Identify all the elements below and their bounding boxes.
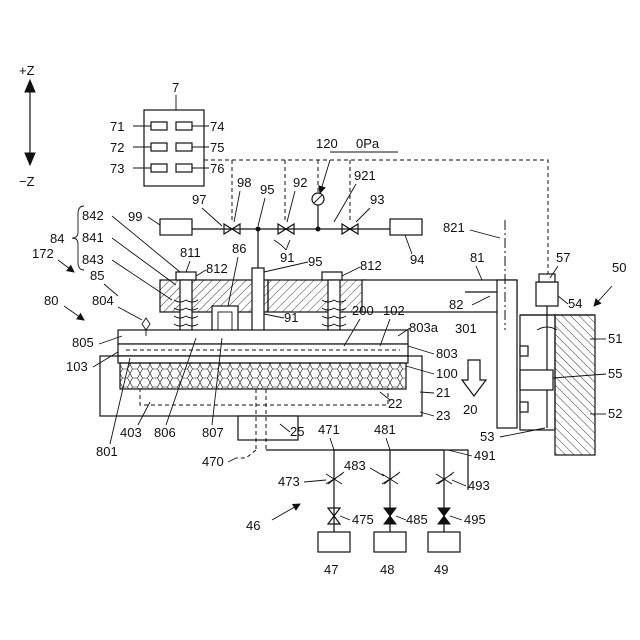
label-841: 841	[82, 230, 104, 245]
label-403: 403	[120, 425, 142, 440]
label-95-head: 95	[308, 254, 322, 269]
label-7: 7	[172, 80, 179, 95]
label-301: 301	[455, 321, 477, 336]
label-84: 84	[50, 231, 64, 246]
label-55: 55	[608, 366, 622, 381]
label-86: 86	[232, 241, 246, 256]
label-842: 842	[82, 208, 104, 223]
axis-plus-z-label: +Z	[19, 63, 35, 78]
label-94: 94	[410, 252, 424, 267]
label-120: 120	[316, 136, 338, 151]
label-97: 97	[192, 192, 206, 207]
label-74: 74	[210, 119, 224, 134]
label-92: 92	[293, 175, 307, 190]
label-91-shaft: 91	[284, 310, 298, 325]
label-23: 23	[436, 408, 450, 423]
label-481: 481	[374, 422, 396, 437]
label-100: 100	[436, 366, 458, 381]
label-491: 491	[474, 448, 496, 463]
label-803: 803	[436, 346, 458, 361]
label-495: 495	[464, 512, 486, 527]
label-807: 807	[202, 425, 224, 440]
label-51: 51	[608, 331, 622, 346]
label-91-pipe: 91	[280, 250, 294, 265]
label-49: 49	[434, 562, 448, 577]
label-806: 806	[154, 425, 176, 440]
valve-495-icon	[438, 508, 450, 524]
label-493: 493	[468, 478, 490, 493]
label-71: 71	[110, 119, 124, 134]
label-93: 93	[370, 192, 384, 207]
label-57: 57	[556, 250, 570, 265]
label-473: 473	[278, 474, 300, 489]
label-103: 103	[66, 359, 88, 374]
label-75: 75	[210, 140, 224, 155]
label-172: 172	[32, 246, 54, 261]
label-53: 53	[480, 429, 494, 444]
label-102: 102	[383, 303, 405, 318]
label-485: 485	[406, 512, 428, 527]
z-axis-indicator: +Z −Z	[19, 63, 35, 189]
label-471: 471	[318, 422, 340, 437]
label-811: 811	[180, 245, 201, 260]
label-812-right: 812	[360, 258, 382, 273]
label-921: 921	[354, 168, 376, 183]
label-54: 54	[568, 296, 582, 311]
controller-7: 7 71 72 73 74 75 76	[110, 80, 224, 186]
label-20: 20	[463, 402, 477, 417]
label-0pa: 0Pa	[356, 136, 380, 151]
arm-and-column: 57 54 50 51 55 52 53 821 81 82 301 20	[443, 220, 626, 455]
label-80: 80	[44, 293, 58, 308]
label-48: 48	[380, 562, 394, 577]
label-95-top: 95	[260, 182, 274, 197]
label-804: 804	[92, 293, 114, 308]
label-73: 73	[110, 161, 124, 176]
label-46: 46	[246, 518, 260, 533]
label-475: 475	[352, 512, 374, 527]
label-483: 483	[344, 458, 366, 473]
label-85: 85	[90, 268, 104, 283]
label-843: 843	[82, 252, 104, 267]
label-821: 821	[443, 220, 465, 235]
label-99: 99	[128, 209, 142, 224]
label-81: 81	[470, 250, 484, 265]
label-812-left: 812	[206, 261, 228, 276]
label-805: 805	[72, 335, 94, 350]
label-50: 50	[612, 260, 626, 275]
label-72: 72	[110, 140, 124, 155]
label-803a: 803a	[409, 320, 439, 335]
label-25: 25	[290, 424, 304, 439]
label-76: 76	[210, 161, 224, 176]
label-200: 200	[352, 303, 374, 318]
label-801: 801	[96, 444, 118, 459]
label-47: 47	[324, 562, 338, 577]
label-98: 98	[237, 175, 251, 190]
label-82: 82	[449, 297, 463, 312]
axis-minus-z-label: −Z	[19, 174, 35, 189]
exhaust-piping-46: 471 481 491 473 483 493 46 475 485 495 4…	[246, 422, 496, 577]
label-22: 22	[388, 396, 402, 411]
label-470: 470	[202, 454, 224, 469]
valve-485-icon	[384, 508, 396, 524]
label-52: 52	[608, 406, 622, 421]
label-21: 21	[436, 385, 450, 400]
stage-20	[100, 356, 468, 490]
